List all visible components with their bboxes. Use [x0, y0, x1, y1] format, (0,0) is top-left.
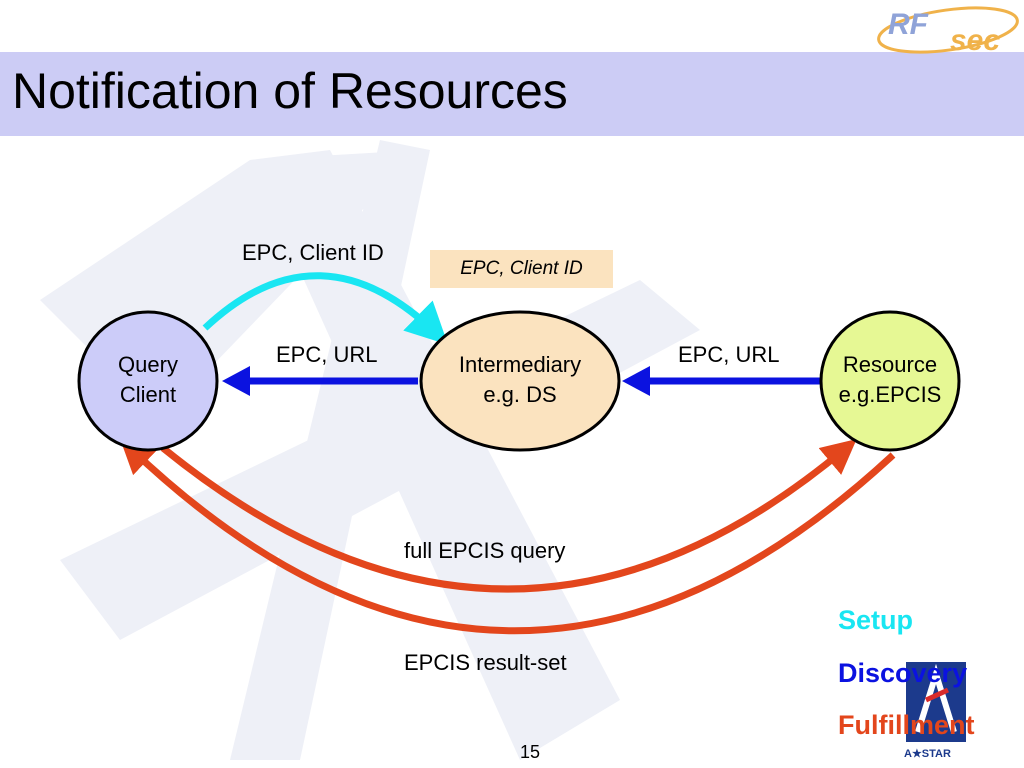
- logo-text-sec: sec: [950, 24, 1000, 57]
- logo-text-rf: RF: [888, 8, 929, 41]
- discovery-right-arrow-head: [622, 366, 650, 396]
- intermediary-node: [419, 310, 621, 452]
- setup-note-box: EPC, Client ID: [430, 250, 613, 288]
- query-client-node: [77, 310, 219, 452]
- resource-node: [819, 310, 961, 452]
- discovery-right-edge-label: EPC, URL: [678, 342, 780, 367]
- query-client-line2: Client: [119, 382, 177, 407]
- setup-edge-label: EPC, Client ID: [242, 240, 384, 265]
- title-band: [0, 52, 1024, 136]
- resource-line2: e.g.EPCIS: [838, 382, 942, 407]
- setup-arrow: [202, 272, 449, 345]
- page-number: 15: [520, 742, 541, 762]
- astar-text: A★STAR: [904, 748, 951, 760]
- rfsec-logo: RF sec: [877, 6, 1019, 57]
- query-client-line1: Query: [118, 352, 178, 377]
- intermediary-label: Intermediary e.g. DS: [430, 350, 610, 410]
- resource-line1: Resource: [842, 352, 938, 377]
- query-client-label: Query Client: [88, 350, 208, 410]
- discovery-left-edge-label: EPC, URL: [276, 342, 378, 367]
- resource-label: Resource e.g.EPCIS: [820, 350, 960, 410]
- fulfillment-result-arrow: [119, 438, 896, 635]
- fulfillment-query-arrow: [160, 439, 857, 593]
- intermediary-line1: Intermediary: [458, 352, 582, 377]
- astar-logo: A★STAR: [896, 660, 976, 760]
- legend-discovery: Discovery: [838, 658, 968, 688]
- legend-fulfillment: Fulfillment: [838, 710, 975, 740]
- result-edge-label: EPCIS result-set: [404, 650, 567, 675]
- slide-title: Notification of Resources: [12, 63, 568, 119]
- discovery-left-arrow-head: [222, 366, 250, 396]
- legend-setup: Setup: [838, 605, 914, 635]
- query-edge-label: full EPCIS query: [404, 538, 566, 563]
- astar-logo-graphic: A★STAR: [904, 662, 966, 760]
- intermediary-line2: e.g. DS: [483, 382, 557, 407]
